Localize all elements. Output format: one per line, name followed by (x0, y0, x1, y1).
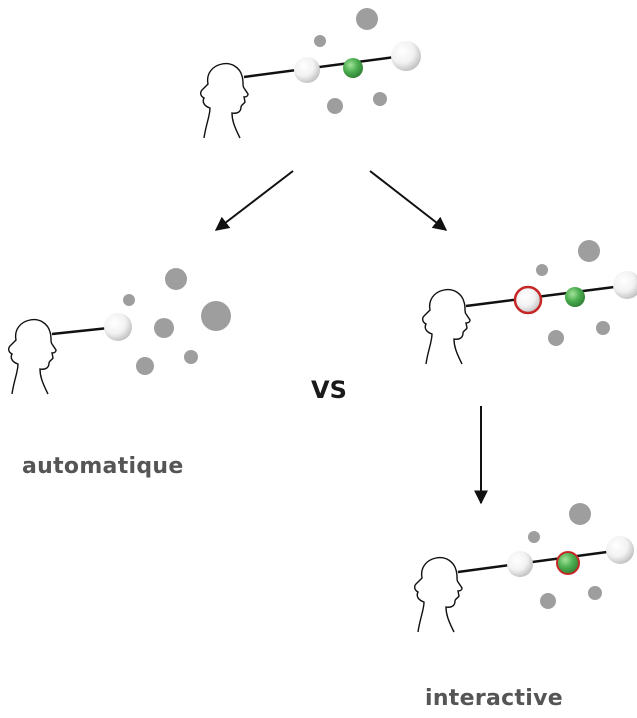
grey-sphere (528, 531, 540, 543)
grey-sphere (314, 35, 326, 47)
grey-sphere (327, 98, 343, 114)
arrow-to-automatic (214, 170, 294, 231)
label-automatic: automatique (22, 454, 184, 479)
white-sphere (104, 313, 132, 341)
grey-sphere (588, 586, 602, 600)
label-versus: VS (311, 376, 347, 404)
grey-sphere (536, 264, 548, 276)
interactive-scene-step1 (421, 240, 637, 365)
grey-sphere (184, 350, 198, 364)
grey-sphere (154, 318, 174, 338)
white-sphere (391, 41, 421, 71)
grey-sphere (356, 8, 378, 30)
gaze-ray (465, 283, 631, 308)
head-silhouette-icon (7, 318, 57, 395)
label-interactive: interactive (425, 686, 563, 711)
grey-sphere (136, 357, 154, 375)
green-sphere (343, 58, 363, 78)
top-scene (199, 8, 421, 139)
grey-sphere (165, 268, 187, 290)
gaze-ray (457, 548, 623, 574)
grey-sphere (540, 593, 556, 609)
grey-sphere (201, 301, 231, 331)
head-silhouette-icon (421, 288, 471, 365)
head-silhouette-icon (199, 62, 249, 139)
grey-sphere (548, 330, 564, 346)
automatic-scene (7, 268, 231, 395)
interactive-scene-step2 (413, 503, 634, 633)
grey-sphere (569, 503, 591, 525)
head-silhouette-icon (413, 556, 463, 633)
grey-sphere (578, 240, 600, 262)
green-sphere (565, 287, 585, 307)
white-sphere (606, 536, 634, 564)
arrow-to-interactive (369, 170, 448, 231)
white-sphere (613, 271, 637, 299)
gaze-ray (243, 53, 411, 79)
selected-green-sphere (556, 551, 580, 575)
grey-sphere (123, 294, 135, 306)
grey-sphere (373, 92, 387, 106)
selected-white-sphere (513, 285, 543, 315)
white-sphere (294, 57, 320, 83)
grey-sphere (596, 321, 610, 335)
white-sphere (507, 551, 533, 577)
